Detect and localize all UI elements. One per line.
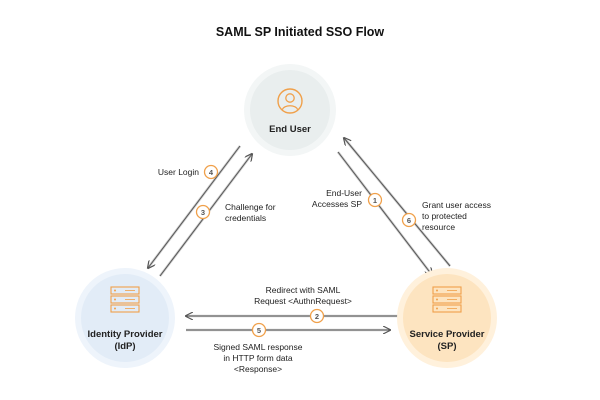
- step-number-1: 1: [373, 196, 377, 205]
- user-icon: [277, 88, 303, 114]
- step-6-line-1: Grant user access: [422, 200, 491, 210]
- step-6-line-3: resource: [422, 222, 455, 232]
- step-number-4: 4: [209, 168, 214, 177]
- arrow-step-1: [336, 151, 432, 275]
- step-label-5: Signed SAML response in HTTP form data <…: [214, 342, 303, 374]
- step-4-line-1: User Login: [158, 167, 199, 177]
- step-badge-4: 4: [203, 164, 219, 180]
- step-1-line-2: Accesses SP: [312, 199, 362, 209]
- arrow-step-6: [344, 138, 452, 267]
- sp-label-line1: Service Provider: [410, 329, 485, 340]
- diagram-title: SAML SP Initiated SSO Flow: [216, 25, 385, 39]
- step-2-line-2: Request <AuthnRequest>: [254, 296, 352, 306]
- step-label-4: User Login: [158, 167, 199, 177]
- step-1-line-1: End-User: [326, 188, 362, 198]
- step-label-1: End-User Accesses SP: [312, 188, 362, 209]
- step-badge-1: 1: [367, 192, 383, 208]
- server-icon: [110, 286, 140, 313]
- server-icon: [432, 286, 462, 313]
- step-5-line-1: Signed SAML response: [214, 342, 303, 352]
- node-service-provider: Service Provider (SP): [397, 268, 497, 368]
- step-number-5: 5: [257, 326, 261, 335]
- step-6-line-2: to protected: [422, 211, 467, 221]
- arrow-step-4: [148, 145, 242, 268]
- step-5-line-2: in HTTP form data: [223, 353, 293, 363]
- node-end-user: End User: [244, 64, 336, 156]
- step-number-3: 3: [201, 208, 205, 217]
- sp-circle: [403, 274, 491, 362]
- idp-label-line1: Identity Provider: [88, 329, 163, 340]
- step-label-3: Challenge for credentials: [225, 202, 276, 223]
- idp-circle: [81, 274, 169, 362]
- end-user-circle: [250, 70, 330, 150]
- sp-label-line2: (SP): [438, 341, 457, 352]
- step-badge-6: 6: [401, 212, 417, 228]
- node-identity-provider: Identity Provider (IdP): [75, 268, 175, 368]
- step-3-line-2: credentials: [225, 213, 266, 223]
- step-2-line-1: Redirect with SAML: [266, 285, 341, 295]
- idp-label-line2: (IdP): [114, 341, 135, 352]
- step-number-6: 6: [407, 216, 411, 225]
- step-3-line-1: Challenge for: [225, 202, 276, 212]
- step-number-2: 2: [315, 312, 319, 321]
- step-badge-5: 5: [251, 322, 267, 338]
- step-label-2: Redirect with SAML Request <AuthnRequest…: [254, 285, 352, 306]
- step-badge-2: 2: [309, 308, 325, 324]
- end-user-label: End User: [269, 124, 311, 135]
- step-5-line-3: <Response>: [234, 364, 282, 374]
- step-badge-3: 3: [195, 204, 211, 220]
- step-label-6: Grant user access to protected resource: [422, 200, 491, 232]
